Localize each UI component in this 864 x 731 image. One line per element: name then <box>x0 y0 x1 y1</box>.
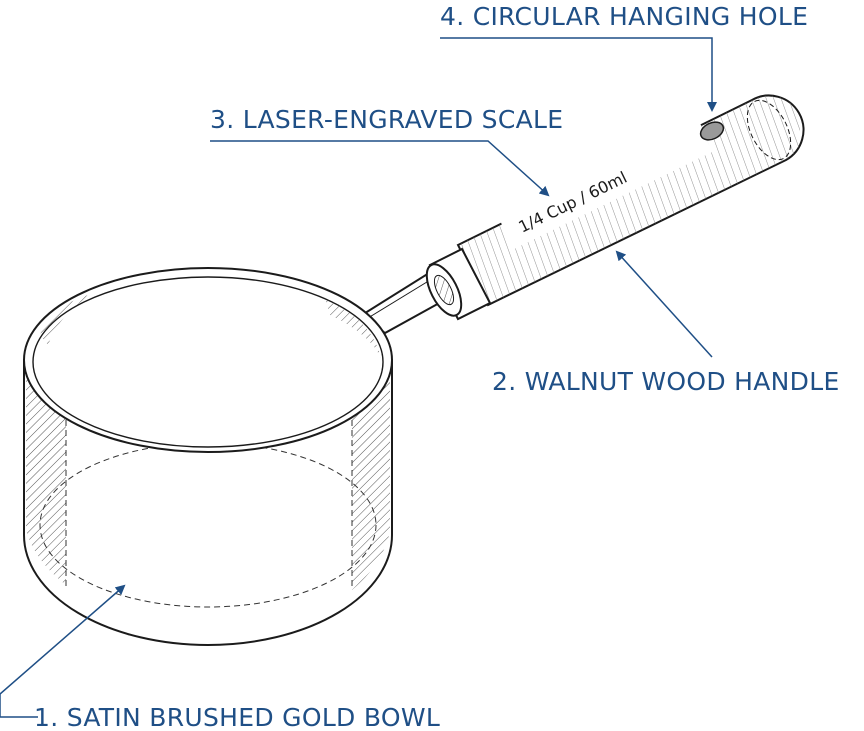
callout-hole-label: 4. CIRCULAR HANGING HOLE <box>440 2 808 31</box>
callout-handle-label: 2. WALNUT WOOD HANDLE <box>492 367 840 396</box>
callout-hole: 4. CIRCULAR HANGING HOLE <box>440 2 808 112</box>
hanging-hole <box>699 121 725 141</box>
bowl <box>23 267 393 646</box>
callouts: 4. CIRCULAR HANGING HOLE 3. LASER-ENGRAV… <box>0 2 840 731</box>
callout-handle: 2. WALNUT WOOD HANDLE <box>492 250 840 396</box>
bowl-rim-inner <box>32 276 384 448</box>
bowl-rim-outer <box>23 267 393 453</box>
callout-bowl-label: 1. SATIN BRUSHED GOLD BOWL <box>34 703 440 731</box>
callout-scale: 3. LASER-ENGRAVED SCALE <box>210 105 563 197</box>
bowl-left-hatch <box>26 370 66 585</box>
callout-bowl: 1. SATIN BRUSHED GOLD BOWL <box>0 584 440 731</box>
bowl-right-hatch <box>352 370 390 590</box>
callout-scale-label: 3. LASER-ENGRAVED SCALE <box>210 105 563 134</box>
